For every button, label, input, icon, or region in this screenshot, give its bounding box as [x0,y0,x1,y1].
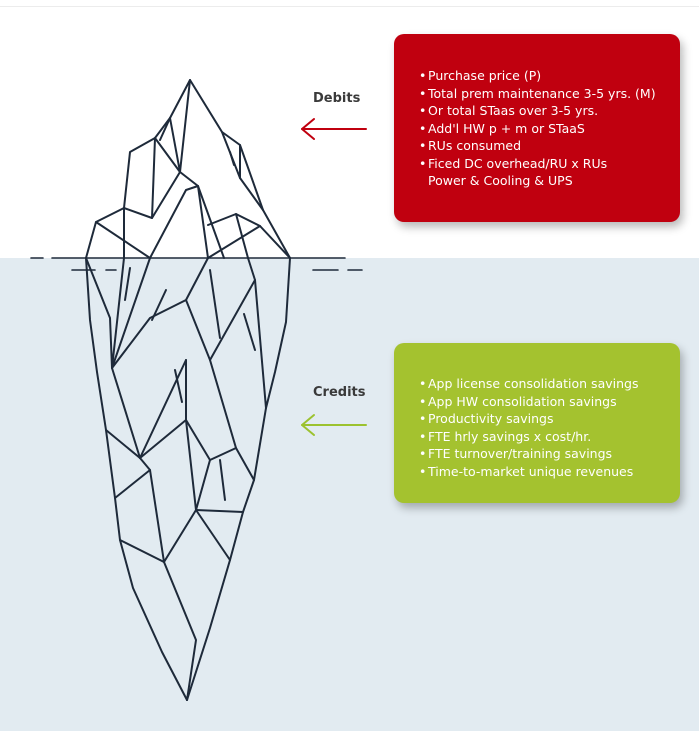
debits-item: •RUs consumed [419,138,521,153]
credits-list: •App license consolidation savings •App … [419,375,680,480]
debits-list: •Purchase price (P) •Total prem maintena… [419,67,680,190]
debits-item-continuation: Power & Cooling & UPS [428,173,573,188]
iceberg-submerged [85,257,291,701]
credits-item: •App license consolidation savings [419,376,639,391]
credits-item: •FTE hrly savings x cost/hr. [419,428,592,444]
credits-box: •App license consolidation savings •App … [394,343,680,503]
debits-item: •Add'l HW p + m or STaaS [419,120,585,136]
credits-item: •FTE turnover/training savings [419,446,613,461]
debits-item: •Or total STaas over 3-5 yrs. [419,103,599,118]
debits-item: •Ficed DC overhead/RU x RUs [419,155,608,171]
iceberg-tip [85,79,291,259]
arrow-left-icon [301,118,367,140]
debits-box: •Purchase price (P) •Total prem maintena… [394,34,680,222]
credits-item: •Productivity savings [419,411,554,426]
top-divider [0,6,699,7]
debits-label: Debits [313,91,361,106]
credits-label: Credits [313,385,366,400]
waterline-dashes [30,257,363,271]
arrow-left-icon [301,414,367,436]
credits-item: •App HW consolidation savings [419,393,617,409]
debits-item: •Purchase price (P) [419,68,542,83]
debits-item: •Total prem maintenance 3-5 yrs. (M) [419,85,656,101]
credits-item: •Time-to-market unique revenues [419,463,634,479]
